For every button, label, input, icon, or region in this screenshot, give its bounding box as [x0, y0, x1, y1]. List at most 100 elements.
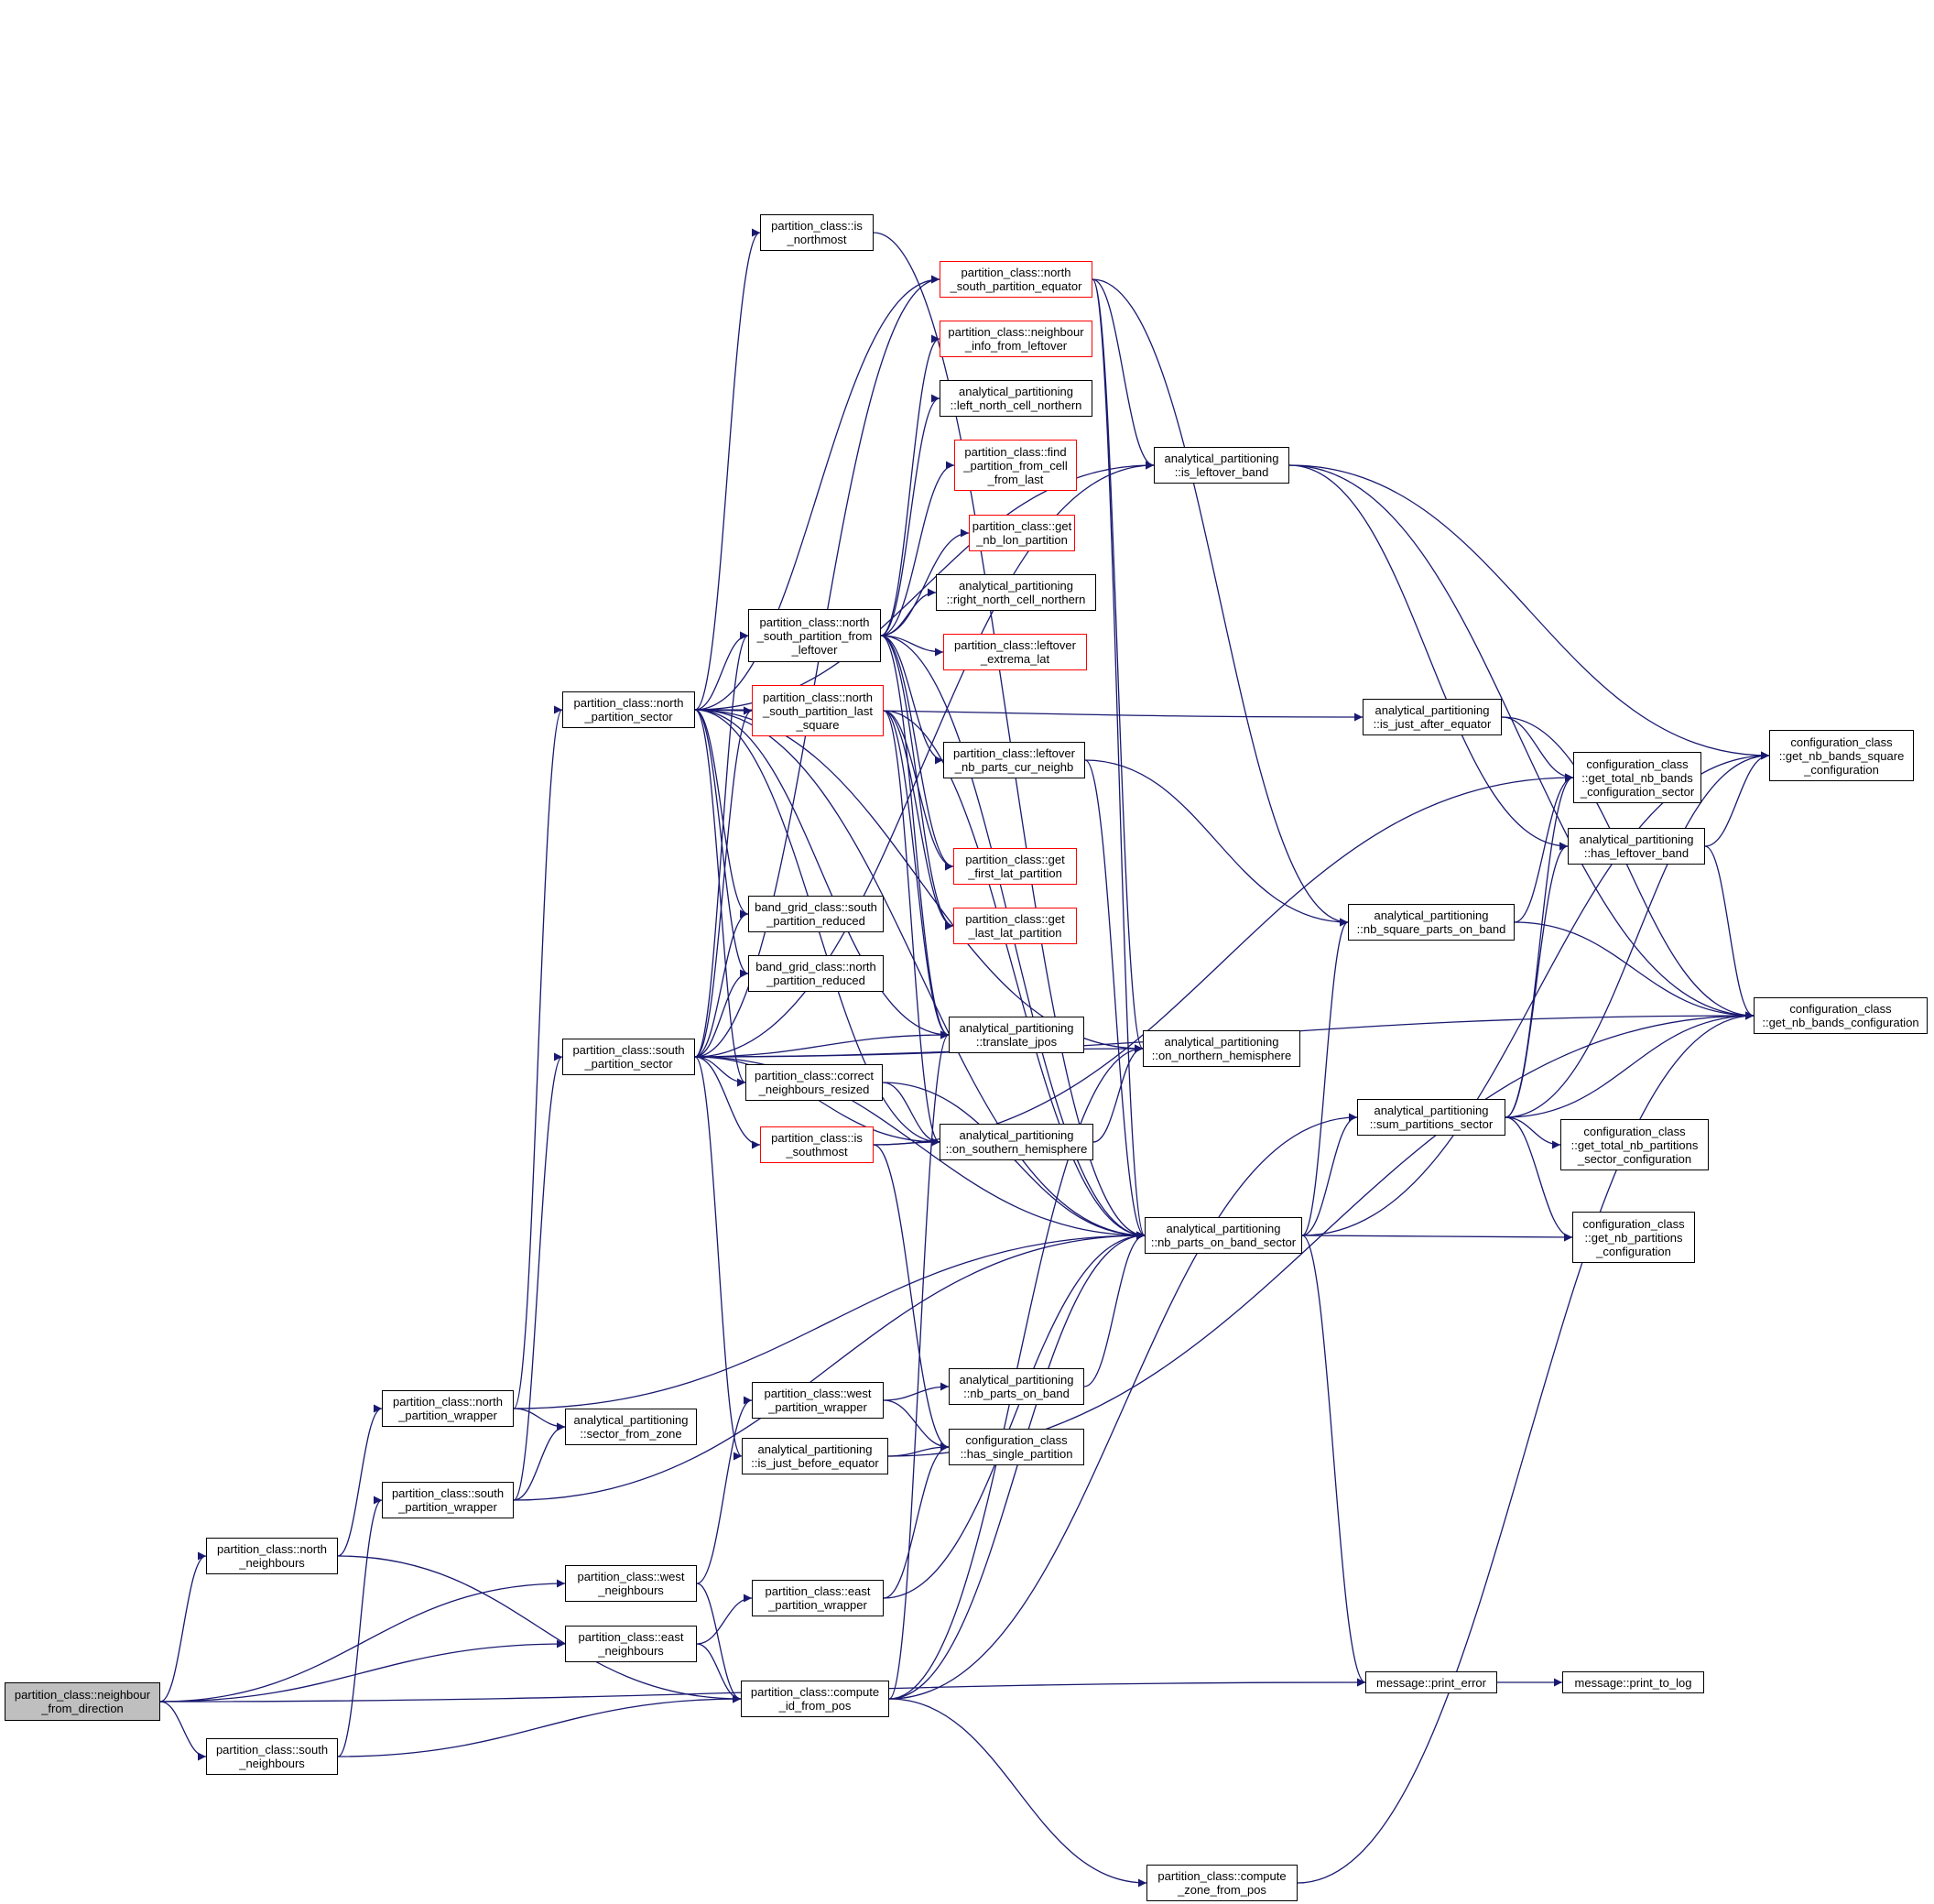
node-label-line: _id_from_pos: [778, 1699, 852, 1713]
node-label-line: analytical_partitioning: [1164, 452, 1279, 465]
node-get-nb-bands-configuration[interactable]: configuration_class::get_nb_bands_config…: [1754, 997, 1928, 1034]
node-nb-square-parts-on-band[interactable]: analytical_partitioning::nb_square_parts…: [1348, 904, 1515, 941]
node-leftover-extrema-lat[interactable]: partition_class::leftover_extrema_lat: [943, 634, 1087, 670]
call-edge: [883, 710, 1146, 1240]
node-left-north-cell-northern[interactable]: analytical_partitioning::left_north_cell…: [940, 380, 1092, 417]
call-edge: [337, 1404, 383, 1557]
call-edges: [159, 228, 1770, 1888]
node-get-total-nb-partitions-sector-configuration[interactable]: configuration_class::get_total_nb_partit…: [1560, 1119, 1709, 1170]
node-label-line: analytical_partitioning: [959, 1128, 1074, 1142]
call-edge: [1083, 1231, 1146, 1387]
node-label-line: _zone_from_pos: [1178, 1883, 1266, 1897]
node-label-line: partition_class::correct: [754, 1069, 875, 1083]
call-edge: [694, 1056, 743, 1461]
node-print-to-log[interactable]: message::print_to_log: [1562, 1671, 1704, 1693]
node-label-line: message::print_to_log: [1574, 1675, 1692, 1690]
node-south-neighbours[interactable]: partition_class::south_neighbours: [206, 1738, 338, 1775]
node-label-line: ::nb_square_parts_on_band: [1356, 922, 1506, 936]
node-label-line: message::print_error: [1376, 1675, 1486, 1690]
call-edge: [513, 1231, 1146, 1409]
node-label-line: partition_class::north: [393, 1395, 503, 1409]
node-label-line: partition_class::leftover: [953, 746, 1075, 760]
call-edge: [873, 232, 1146, 1240]
node-get-nb-bands-square-configuration[interactable]: configuration_class::get_nb_bands_square…: [1769, 730, 1914, 781]
call-edge: [1501, 716, 1574, 782]
node-compute-id-from-pos[interactable]: partition_class::compute_id_from_pos: [741, 1681, 889, 1717]
node-west-neighbours[interactable]: partition_class::west_neighbours: [565, 1565, 697, 1602]
node-label-line: _northmost: [787, 233, 847, 246]
node-west-partition-wrapper[interactable]: partition_class::west_partition_wrapper: [752, 1382, 884, 1419]
node-get-last-lat-partition[interactable]: partition_class::get_last_lat_partition: [953, 908, 1077, 944]
call-edge: [1301, 1113, 1358, 1236]
node-is-just-after-equator[interactable]: analytical_partitioning::is_just_after_e…: [1363, 699, 1502, 735]
node-label-line: analytical_partitioning: [573, 1413, 689, 1427]
call-edge: [694, 709, 746, 1087]
call-edge: [888, 1698, 1147, 1888]
node-is-just-before-equator[interactable]: analytical_partitioning::is_just_before_…: [742, 1438, 888, 1474]
node-get-nb-lon-partition[interactable]: partition_class::get_nb_lon_partition: [969, 515, 1075, 551]
call-edge: [513, 705, 563, 1409]
node-on-northern-hemisphere[interactable]: analytical_partitioning::on_northern_hem…: [1143, 1030, 1300, 1067]
node-label-line: analytical_partitioning: [1374, 703, 1490, 717]
node-translate-jpos[interactable]: analytical_partitioning::translate_jpos: [949, 1017, 1084, 1053]
node-ns-last-square[interactable]: partition_class::north_south_partition_l…: [752, 685, 884, 736]
node-label-line: _sector_configuration: [1577, 1151, 1692, 1166]
node-on-southern-hemisphere[interactable]: analytical_partitioning::on_southern_hem…: [940, 1124, 1093, 1160]
node-label-line: partition_class::get: [965, 912, 1065, 926]
node-compute-zone-from-pos[interactable]: partition_class::compute_zone_from_pos: [1146, 1865, 1298, 1901]
node-label-line: _neighbours: [239, 1757, 305, 1770]
node-east-partition-wrapper[interactable]: partition_class::east_partition_wrapper: [752, 1580, 884, 1616]
node-east-neighbours[interactable]: partition_class::east_neighbours: [565, 1626, 697, 1662]
node-right-north-cell-northern[interactable]: analytical_partitioning::right_north_cel…: [936, 574, 1096, 611]
node-has-single-partition[interactable]: configuration_class::has_single_partitio…: [949, 1429, 1084, 1465]
call-edge: [159, 1551, 207, 1703]
node-ns-from-leftover[interactable]: partition_class::north_south_partition_f…: [748, 609, 881, 662]
node-north-partition-sector[interactable]: partition_class::north_partition_sector: [562, 691, 695, 728]
node-is-southmost[interactable]: partition_class::is_southmost: [760, 1126, 874, 1163]
node-label-line: configuration_class: [965, 1433, 1068, 1447]
call-edge: [694, 709, 1146, 1240]
call-edge: [696, 1643, 742, 1703]
node-find-partition-from-cell-from-last[interactable]: partition_class::find_partition_from_cel…: [954, 440, 1077, 491]
call-edge: [694, 1056, 746, 1087]
node-label-line: _south_partition_from: [756, 628, 873, 643]
node-get-nb-partitions-configuration[interactable]: configuration_class::get_nb_partitions_c…: [1572, 1212, 1695, 1263]
call-edge: [694, 1030, 950, 1058]
call-edge: [883, 710, 950, 1039]
node-get-first-lat-partition[interactable]: partition_class::get_first_lat_partition: [953, 848, 1077, 885]
node-correct-neighbours-resized[interactable]: partition_class::correct_neighbours_resi…: [745, 1064, 883, 1101]
node-south-partition-reduced[interactable]: band_grid_class::south_partition_reduced: [748, 896, 884, 932]
node-get-total-nb-bands-configuration-sector[interactable]: configuration_class::get_total_nb_bands_…: [1573, 752, 1701, 803]
call-edge: [1704, 751, 1770, 847]
node-print-error[interactable]: message::print_error: [1365, 1671, 1497, 1693]
node-label-line: partition_class::east: [765, 1584, 871, 1598]
node-north-partition-reduced[interactable]: band_grid_class::north_partition_reduced: [748, 955, 884, 992]
node-has-leftover-band[interactable]: analytical_partitioning::has_leftover_ba…: [1568, 828, 1705, 865]
node-ns-partition-equator[interactable]: partition_class::north_south_partition_e…: [940, 261, 1092, 298]
node-sector-from-zone[interactable]: analytical_partitioning::sector_from_zon…: [565, 1409, 697, 1445]
node-is-northmost[interactable]: partition_class::is_northmost: [760, 214, 874, 251]
node-nb-parts-on-band[interactable]: analytical_partitioning::nb_parts_on_ban…: [949, 1368, 1084, 1405]
call-edge: [1514, 773, 1574, 923]
node-label-line: partition_class::north: [573, 696, 684, 710]
call-edge: [1505, 1116, 1573, 1242]
call-edge: [694, 461, 1155, 1058]
node-sum-partitions-sector[interactable]: analytical_partitioning::sum_partitions_…: [1357, 1099, 1505, 1136]
node-north-neighbours[interactable]: partition_class::north_neighbours: [206, 1538, 338, 1574]
node-is-leftover-band[interactable]: analytical_partitioning::is_leftover_ban…: [1154, 447, 1289, 484]
node-leftover-nb-parts-cur-neighb[interactable]: partition_class::leftover_nb_parts_cur_n…: [943, 742, 1085, 778]
node-label-line: analytical_partitioning: [1166, 1222, 1281, 1235]
node-neighbour-info-from-leftover[interactable]: partition_class::neighbour_info_from_lef…: [940, 321, 1092, 357]
node-label-line: ::is_leftover_band: [1174, 465, 1269, 479]
call-edge: [1704, 845, 1755, 1020]
node-south-partition-wrapper[interactable]: partition_class::south_partition_wrapper: [382, 1482, 514, 1518]
call-edge: [888, 1113, 1358, 1700]
node-label-line: ::has_single_partition: [960, 1447, 1073, 1461]
node-label-line: ::get_nb_bands_configuration: [1762, 1016, 1919, 1029]
node-nb-parts-on-band-sector[interactable]: analytical_partitioning::nb_parts_on_ban…: [1145, 1217, 1302, 1254]
call-edge: [1288, 464, 1755, 1020]
node-label-line: _info_from_leftover: [964, 339, 1068, 353]
node-north-partition-wrapper[interactable]: partition_class::north_partition_wrapper: [382, 1390, 514, 1427]
node-south-partition-sector[interactable]: partition_class::south_partition_sector: [562, 1039, 695, 1075]
node-label-line: analytical_partitioning: [959, 1021, 1074, 1035]
